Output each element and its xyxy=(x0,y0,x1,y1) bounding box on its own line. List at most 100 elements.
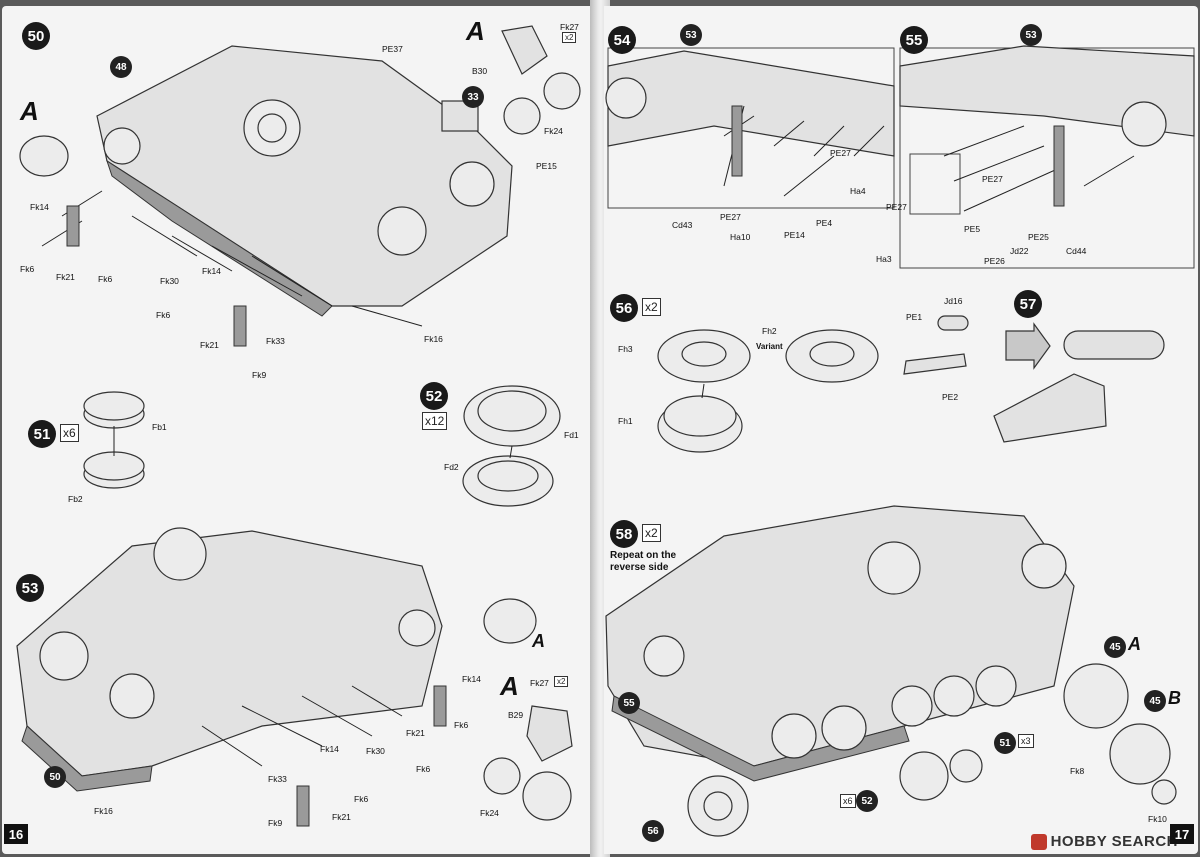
quantity-multiplier: x2 xyxy=(642,524,661,542)
part-label: Cd43 xyxy=(672,220,693,230)
subassembly-ref: 33 xyxy=(462,86,484,108)
part-label: Fk6 xyxy=(354,794,369,804)
part-label: Fk14 xyxy=(320,744,339,754)
part-label: PE2 xyxy=(942,392,959,402)
part-label: B29 xyxy=(508,710,524,720)
subassembly-ref: 56 xyxy=(642,820,664,842)
watermark: HOBBY SEARCH xyxy=(1030,833,1178,850)
part-label: Ha3 xyxy=(876,254,892,264)
part-label: Fk6 xyxy=(454,720,469,730)
callout-letter: A xyxy=(532,631,545,651)
part-label: Fk30 xyxy=(160,276,179,286)
part-label: PE27 xyxy=(982,174,1003,184)
callout-letter: A xyxy=(466,16,485,46)
step-number: 58 xyxy=(610,520,638,548)
subassembly-ref: 55 xyxy=(618,692,640,714)
part-label: Fk6 xyxy=(416,764,431,774)
step-number: 54 xyxy=(608,26,636,54)
callout-letter: A xyxy=(500,671,519,701)
subassembly-ref: 45 xyxy=(1144,690,1166,712)
right-page: 54 55 56 x2 57 58 x2 Repeat on the rever… xyxy=(604,6,1198,854)
part-label: Cd44 xyxy=(1066,246,1087,256)
part-label: Fk8 xyxy=(1070,766,1085,776)
subassembly-ref: 45 xyxy=(1104,636,1126,658)
step-number: 56 xyxy=(610,294,638,322)
part-label: Fb1 xyxy=(152,422,167,432)
part-label: Fk10 xyxy=(1148,814,1167,824)
quantity-multiplier: x2 xyxy=(554,676,569,687)
part-label: Fd2 xyxy=(444,462,459,472)
part-label: Fk14 xyxy=(30,202,49,212)
part-label: PE27 xyxy=(720,212,741,222)
left-page-line-art xyxy=(16,25,581,827)
part-label: Fk30 xyxy=(366,746,385,756)
part-label: Jd16 xyxy=(944,296,963,306)
part-label: Fk24 xyxy=(480,808,499,818)
step-number: 55 xyxy=(900,26,928,54)
part-label: PE14 xyxy=(784,230,805,240)
quantity-multiplier: x6 xyxy=(840,794,856,808)
part-label: Fk14 xyxy=(202,266,221,276)
hobby-search-logo-icon xyxy=(1030,833,1047,850)
quantity-multiplier: x3 xyxy=(1018,734,1034,748)
quantity-multiplier: x2 xyxy=(562,32,577,43)
part-label: Fb2 xyxy=(68,494,83,504)
part-label: Fk21 xyxy=(332,812,351,822)
part-label: Ha4 xyxy=(850,186,866,196)
subassembly-ref: 53 xyxy=(1020,24,1042,46)
part-label: PE27 xyxy=(830,148,851,158)
part-label: PE15 xyxy=(536,161,557,171)
left-page: 50 51 x6 52 x12 53 48 33 50 A A A A PE37… xyxy=(2,6,594,854)
step-number: 57 xyxy=(1014,290,1042,318)
right-page-line-art xyxy=(605,45,1195,837)
part-label: Fk21 xyxy=(406,728,425,738)
part-label: Fk16 xyxy=(94,806,113,816)
part-label: PE27 xyxy=(886,202,907,212)
page-number: 17 xyxy=(1170,824,1194,844)
part-label: Jd22 xyxy=(1010,246,1029,256)
part-label: Fk6 xyxy=(156,310,171,320)
part-label: Fk27 xyxy=(530,678,549,688)
variant-label: Variant xyxy=(756,342,783,351)
part-label: Fk16 xyxy=(424,334,443,344)
part-label: Fk6 xyxy=(98,274,113,284)
part-label: PE25 xyxy=(1028,232,1049,242)
part-label: PE26 xyxy=(984,256,1005,266)
part-label: PE5 xyxy=(964,224,981,234)
part-label: Fk24 xyxy=(544,126,563,136)
page-number: 16 xyxy=(4,824,28,844)
part-label: Fh3 xyxy=(618,344,633,354)
part-label: PE4 xyxy=(816,218,833,228)
quantity-multiplier: x6 xyxy=(60,424,79,442)
part-label: Fh2 xyxy=(762,326,777,336)
part-label: Fk21 xyxy=(56,272,75,282)
subassembly-ref: 48 xyxy=(110,56,132,78)
subassembly-ref: 52 xyxy=(856,790,878,812)
step-number: 51 xyxy=(28,420,56,448)
part-label: Ha10 xyxy=(730,232,751,242)
part-label: Fk33 xyxy=(268,774,287,784)
part-label: Fk27 xyxy=(560,22,579,32)
step-number: 52 xyxy=(420,382,448,410)
callout-letter: A xyxy=(1128,634,1141,654)
repeat-note: Repeat on the reverse side xyxy=(610,550,677,573)
part-label: Fk6 xyxy=(20,264,35,274)
quantity-multiplier: x2 xyxy=(642,298,661,316)
callout-letter: B xyxy=(1168,688,1181,708)
watermark-text: HOBBY SEARCH xyxy=(1050,833,1178,850)
part-label: Fh1 xyxy=(618,416,633,426)
part-label: Fk9 xyxy=(268,818,283,828)
part-label: Fd1 xyxy=(564,430,579,440)
part-label: Fk33 xyxy=(266,336,285,346)
part-label: B30 xyxy=(472,66,488,76)
part-label: PE1 xyxy=(906,312,923,322)
subassembly-ref: 53 xyxy=(680,24,702,46)
callout-letter: A xyxy=(20,96,39,126)
part-label: PE37 xyxy=(382,44,403,54)
subassembly-ref: 51 xyxy=(994,732,1016,754)
part-label: Fk21 xyxy=(200,340,219,350)
part-label: Fk14 xyxy=(462,674,481,684)
quantity-multiplier: x12 xyxy=(422,412,448,430)
part-label: Fk9 xyxy=(252,370,267,380)
